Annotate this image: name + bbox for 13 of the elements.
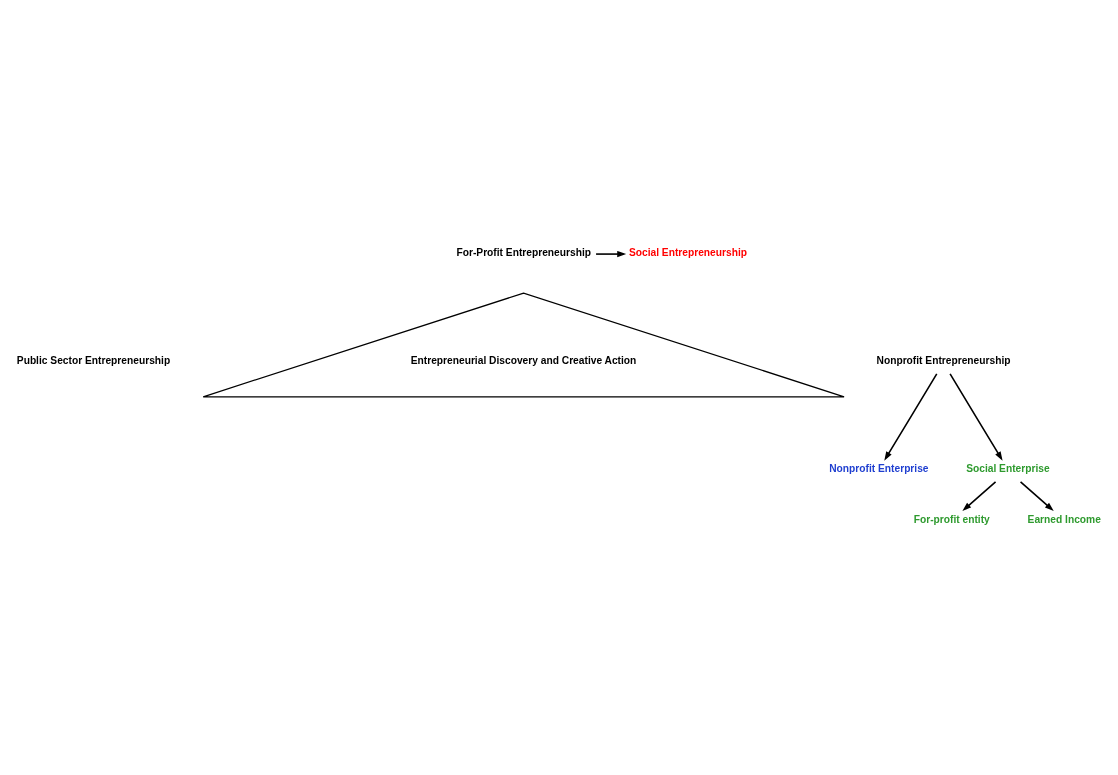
- arrow: [1019, 481, 1054, 511]
- arrow: [595, 250, 627, 258]
- node-text: For-profit entity: [913, 513, 990, 525]
- arrow: [949, 373, 1003, 461]
- arrow: [884, 373, 938, 461]
- node-text: Social Enterprise: [966, 463, 1050, 475]
- node-text: Public Sector Entrepreneurship: [16, 355, 171, 367]
- node-text: Nonprofit Enterprise: [829, 463, 929, 475]
- arrow: [962, 481, 997, 511]
- node-text: For-Profit Entrepreneurship: [456, 246, 592, 258]
- node-text: Nonprofit Entrepreneurship: [876, 355, 1011, 367]
- node-text: Social Entrepreneurship: [628, 246, 748, 258]
- node-text: Earned Income: [1027, 513, 1101, 525]
